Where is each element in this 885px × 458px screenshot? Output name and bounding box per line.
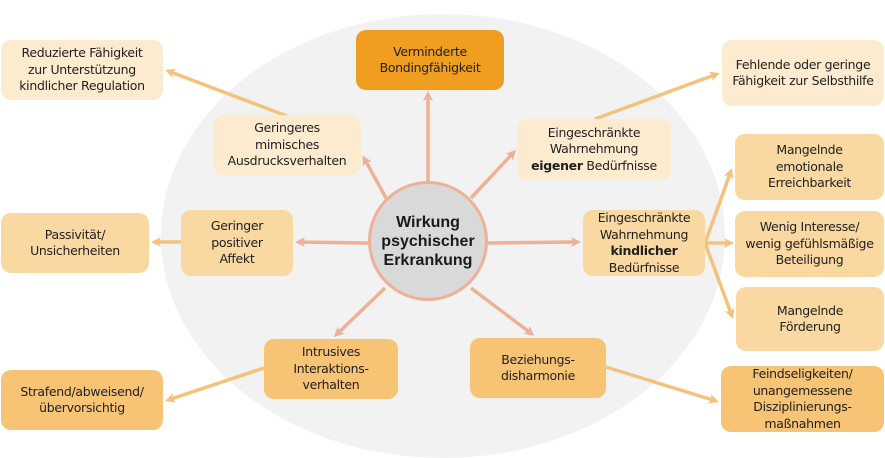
node-own-needs: Eingeschränkte Wahrnehmung eigener Bedür… xyxy=(517,119,671,180)
node-text: Förderung xyxy=(779,319,841,334)
center-line: Erkrankung xyxy=(383,251,473,269)
node-text: Beziehungs- xyxy=(501,351,575,367)
arrow-center-to-affect xyxy=(295,237,369,248)
node-text: positiver xyxy=(211,234,263,250)
node-affect: Geringer positiver Affekt xyxy=(181,210,293,276)
node-text: Bedürfnisse xyxy=(582,157,657,173)
arrow-center-to-relationship xyxy=(469,286,535,336)
node-child-needs: Eingeschränkte Wahrnehmung kindlicher Be… xyxy=(583,210,705,276)
node-text: kindlicher Regulation xyxy=(19,78,145,94)
node-text: disharmonie xyxy=(500,368,576,383)
node-intrusive: Intrusives Interaktions- verhalten xyxy=(264,339,398,399)
center-line: psychischer xyxy=(381,232,475,250)
node-text: Mangelnde xyxy=(776,142,843,158)
node-hostility: Feindseligkeiten/ unangemessene Diszipli… xyxy=(721,366,884,432)
arrow-mimic-to-regulation xyxy=(165,68,288,118)
arrow-child-needs-to-emotional xyxy=(703,168,734,244)
node-text: Passivität/ xyxy=(44,226,106,242)
node-mimic: Geringeres mimisches Ausdrucksverhalten xyxy=(213,115,361,175)
node-text: Beteiligung xyxy=(775,252,844,268)
node-interest: Wenig Interesse/ wenig gefühlsmäßige Bet… xyxy=(735,211,884,277)
center-node: Wirkung psychischer Erkrankung xyxy=(368,181,488,301)
node-text: Feindseligkeiten/ xyxy=(752,366,853,381)
node-text: Affekt xyxy=(219,251,255,267)
node-text: Reduzierte Fähigkeit xyxy=(21,45,143,61)
node-text: Interaktions- xyxy=(293,360,369,376)
node-text: Mangelnde xyxy=(776,302,844,318)
node-bonding: Verminderte Bondingfähigkeit xyxy=(356,30,504,90)
arrow-center-to-child-needs xyxy=(487,237,581,248)
node-text: wenig gefühlsmäßige xyxy=(745,235,874,251)
arrow-child-needs-to-support xyxy=(703,242,735,319)
node-text: Wenig Interesse/ xyxy=(759,219,860,235)
node-text: verhalten xyxy=(302,377,360,393)
node-punitive: Strafend/abweisend/ übervorsichtig xyxy=(1,370,163,430)
node-text: emotionale xyxy=(775,158,844,174)
arrow-relationship-to-hostility xyxy=(605,365,719,404)
node-text: Geringer xyxy=(210,218,264,234)
node-text: übervorsichtig xyxy=(39,400,125,415)
arrow-center-to-mimic xyxy=(362,155,388,199)
arrow-own-needs-to-selfhelp xyxy=(594,71,720,121)
node-text: Erreichbarkeit xyxy=(767,175,852,191)
node-emotional: Mangelnde emotionale Erreichbarkeit xyxy=(735,134,884,200)
node-passivity: Passivität/ Unsicherheiten xyxy=(1,213,149,273)
center-line: Wirkung xyxy=(396,213,460,231)
arrow-center-to-intrusive xyxy=(333,286,387,338)
node-text: Strafend/abweisend/ xyxy=(20,383,144,399)
node-text: Bedürfnisse xyxy=(608,259,680,275)
node-text: eigener Bedürfnisse xyxy=(531,158,657,175)
node-text: Disziplinierungs- xyxy=(753,399,852,414)
node-text: Ausdrucksverhalten xyxy=(227,153,347,169)
node-relationship: Beziehungs- disharmonie xyxy=(470,338,606,398)
node-text: Verminderte xyxy=(393,43,467,59)
node-text: Intrusives xyxy=(301,344,361,360)
node-text: maßnahmen xyxy=(764,415,841,431)
node-text-bold: kindlicher xyxy=(610,243,678,258)
node-text: mimisches xyxy=(254,136,320,152)
node-text: Eingeschränkte xyxy=(597,210,691,225)
node-text: Eingeschränkte xyxy=(547,124,641,140)
node-text: zur Unterstützung xyxy=(28,61,136,77)
arrow-intrusive-to-punitive xyxy=(165,366,265,403)
node-text: Geringeres xyxy=(254,120,320,136)
node-text: Fähigkeit zur Selbsthilfe xyxy=(732,73,874,88)
node-regulation: Reduzierte Fähigkeit zur Unterstützung k… xyxy=(1,40,163,100)
arrow-center-to-own-needs xyxy=(469,149,517,200)
node-text: Fehlende oder geringe xyxy=(735,56,871,72)
node-text-bold: eigener xyxy=(531,157,583,173)
node-support: Mangelnde Förderung xyxy=(736,287,884,351)
node-text: Wahrnehmung xyxy=(599,226,689,242)
node-text: Unsicherheiten xyxy=(30,243,120,258)
node-selfhelp: Fehlende oder geringe Fähigkeit zur Selb… xyxy=(722,40,884,106)
node-text: Bondingfähigkeit xyxy=(379,60,481,75)
node-text: unangemessene xyxy=(752,382,853,398)
node-text: Wahrnehmung xyxy=(549,141,639,157)
